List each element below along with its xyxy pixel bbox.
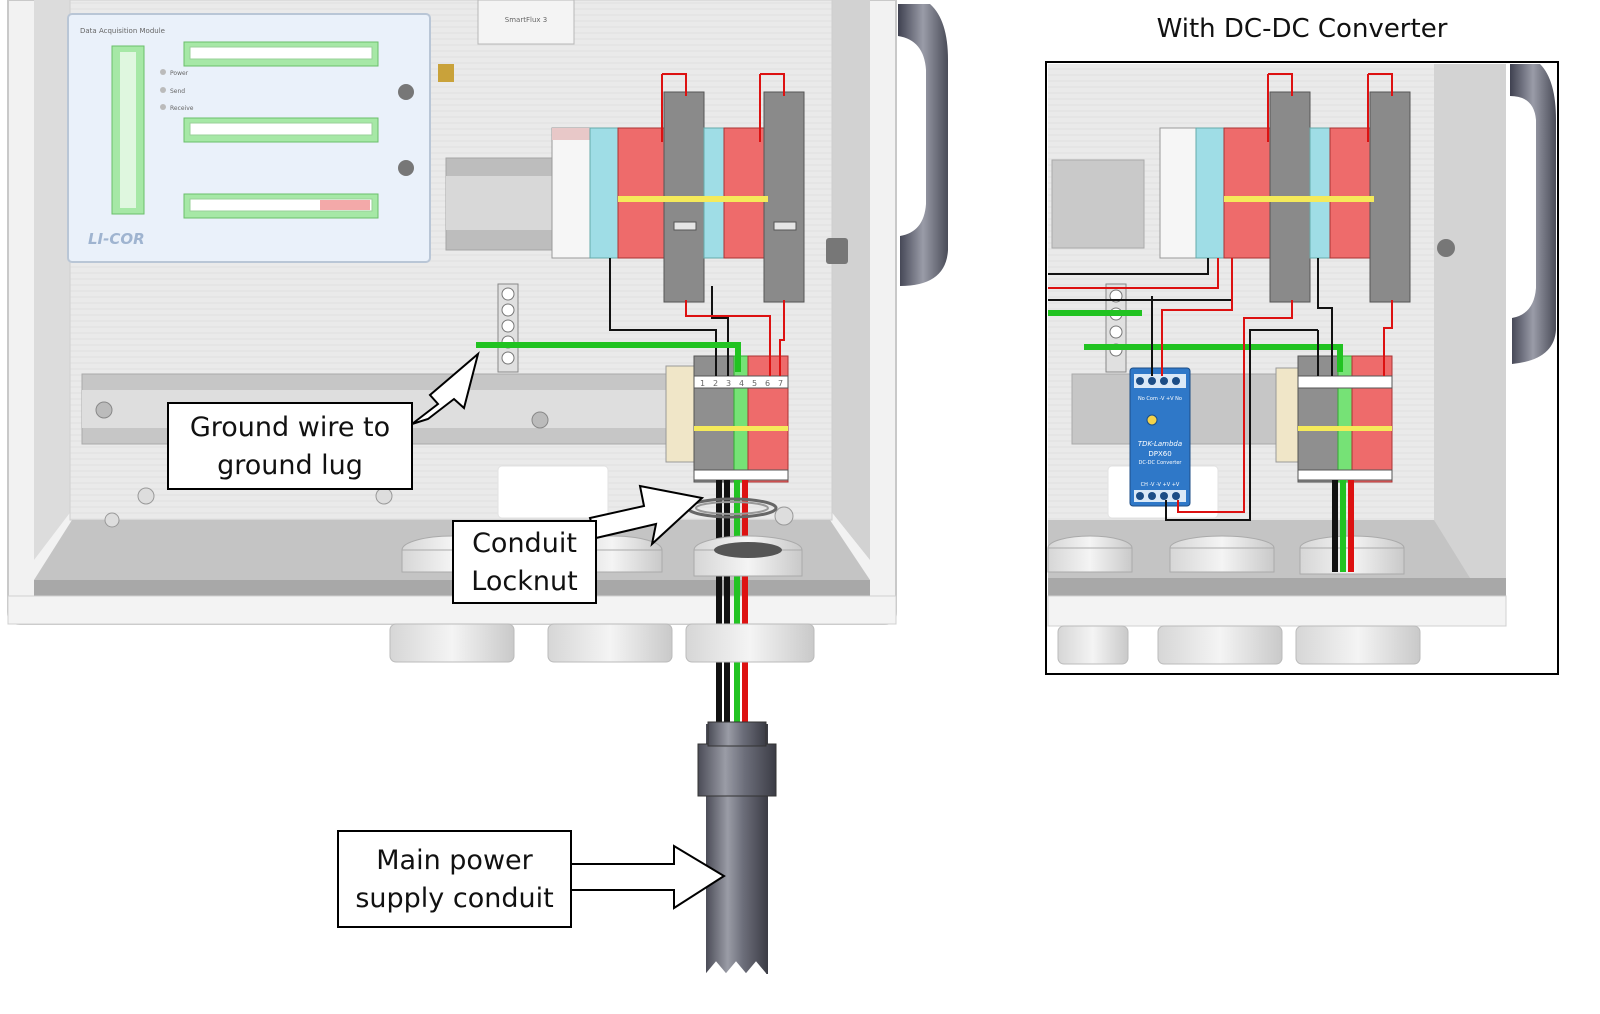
module-header: Data Acquisition Module (80, 27, 165, 35)
dc-dc-converter: No Com -V +V No TDK-Lambda DPX60 DC-DC C… (1129, 367, 1191, 507)
conduit-locknut-callout: Conduit Locknut (452, 520, 597, 604)
led-label-power: Power (170, 70, 189, 77)
antenna-connector (438, 64, 454, 82)
terminal-2-number: 2 (713, 379, 718, 388)
main-cable-bundle (716, 480, 748, 950)
conduit-arrow (569, 844, 726, 910)
converter-top-terminals: No Com -V +V No (1138, 396, 1182, 402)
locknut-callout-line-2: Locknut (471, 566, 578, 597)
lower-terminal-block: 1 2 3 4 5 6 7 (665, 355, 789, 483)
converter-model: DPX60 (1148, 450, 1171, 458)
upper-terminal-blocks (551, 91, 805, 303)
enclosure-handle (826, 4, 948, 286)
ground-callout-line-2: ground lug (217, 450, 363, 481)
licor-module: Data Acquisition Module LI-COR Power Sen… (67, 13, 454, 263)
locknut-arrow (588, 484, 705, 547)
converter-bottom-terminals: CH -V -V +V +V (1141, 482, 1180, 488)
terminal-5-number: 5 (752, 379, 757, 388)
led-label-send: Send (170, 88, 185, 95)
main-power-conduit (697, 721, 777, 975)
inset-wiring (1048, 73, 1393, 521)
smartflux-label: SmartFlux 3 (505, 16, 547, 24)
callout-arrows (411, 351, 726, 910)
module-connector-row-2 (183, 117, 379, 143)
locknut-callout-line-1: Conduit (472, 528, 577, 559)
ground-arrow (411, 351, 480, 425)
terminal-7-number: 7 (778, 379, 783, 388)
terminal-4-number: 4 (739, 379, 744, 388)
main-wiring (476, 73, 785, 376)
licor-logo: LI-COR (88, 230, 145, 248)
ground-wire-callout: Ground wire to ground lug (167, 402, 413, 490)
terminal-3-number: 3 (726, 379, 731, 388)
main-power-conduit-callout: Main power supply conduit (337, 830, 572, 928)
converter-brand: TDK-Lambda (1138, 440, 1182, 448)
terminal-6-number: 6 (765, 379, 770, 388)
din-rail-upper (445, 157, 553, 251)
module-connector-row-1 (183, 41, 379, 67)
inset-panel (1045, 61, 1559, 675)
label-patch (497, 465, 609, 519)
led-label-receive: Receive (170, 105, 194, 112)
ground-callout-line-1: Ground wire to (189, 412, 391, 443)
conduit-callout-line-1: Main power (376, 845, 533, 876)
smartflux-device: SmartFlux 3 (477, 0, 575, 45)
ground-lug-bar (497, 283, 519, 373)
module-connector-row-3 (183, 193, 379, 219)
terminal-1-number: 1 (700, 379, 705, 388)
panel-screws (104, 487, 794, 528)
converter-caption: DC-DC Converter (1139, 460, 1183, 466)
inset-title: With DC-DC Converter (1156, 14, 1448, 44)
conduit-callout-line-2: supply conduit (355, 883, 554, 914)
